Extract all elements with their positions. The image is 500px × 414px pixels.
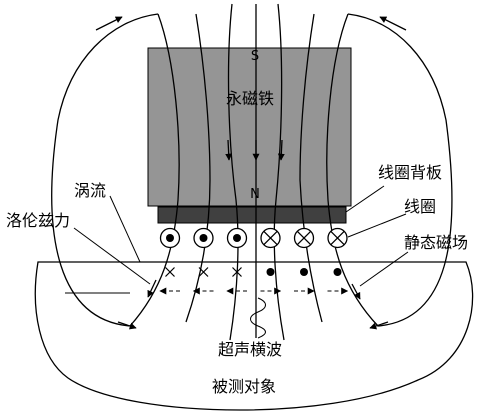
static-field-label: 静态磁场 bbox=[404, 233, 468, 252]
permanent-magnet bbox=[147, 47, 352, 207]
eddy-out-icon bbox=[333, 268, 342, 276]
coil-backplate-label: 线圈背板 bbox=[378, 163, 442, 182]
coil-backplate bbox=[157, 206, 347, 224]
coil-out-icon bbox=[159, 227, 181, 249]
eddy-in-icon bbox=[165, 267, 175, 277]
leader-coil-backplate bbox=[345, 185, 385, 213]
eddy-current-label: 涡流 bbox=[74, 181, 106, 200]
shear-wave-icon bbox=[250, 297, 266, 339]
coil-label: 线圈 bbox=[404, 197, 436, 216]
eddy-out-icon bbox=[300, 268, 308, 276]
pole-s-label: S bbox=[251, 49, 259, 64]
leader-eddy-current bbox=[109, 195, 141, 263]
coil-in-icon bbox=[327, 227, 348, 249]
coil-in-icon bbox=[293, 227, 315, 249]
eddy-out-icon bbox=[266, 268, 275, 276]
leader-lorentz-force bbox=[73, 227, 151, 285]
leader-coil bbox=[347, 213, 407, 238]
eddy-in-icon bbox=[232, 267, 242, 277]
magnet-label: 永磁铁 bbox=[226, 89, 274, 108]
coil-row bbox=[159, 227, 348, 249]
shear-wave-label: 超声横波 bbox=[218, 340, 282, 359]
coil-out-icon bbox=[226, 227, 248, 249]
pole-n-label: N bbox=[250, 187, 260, 202]
leader-static-field bbox=[359, 251, 409, 287]
coil-in-icon bbox=[260, 227, 281, 249]
lorentz-force-label: 洛伦兹力 bbox=[6, 211, 70, 230]
eddy-current-row bbox=[159, 267, 349, 295]
coil-out-icon bbox=[193, 227, 214, 249]
test-object-outline bbox=[34, 261, 474, 411]
eddy-in-icon bbox=[198, 267, 209, 277]
test-object-label: 被测对象 bbox=[212, 377, 276, 396]
